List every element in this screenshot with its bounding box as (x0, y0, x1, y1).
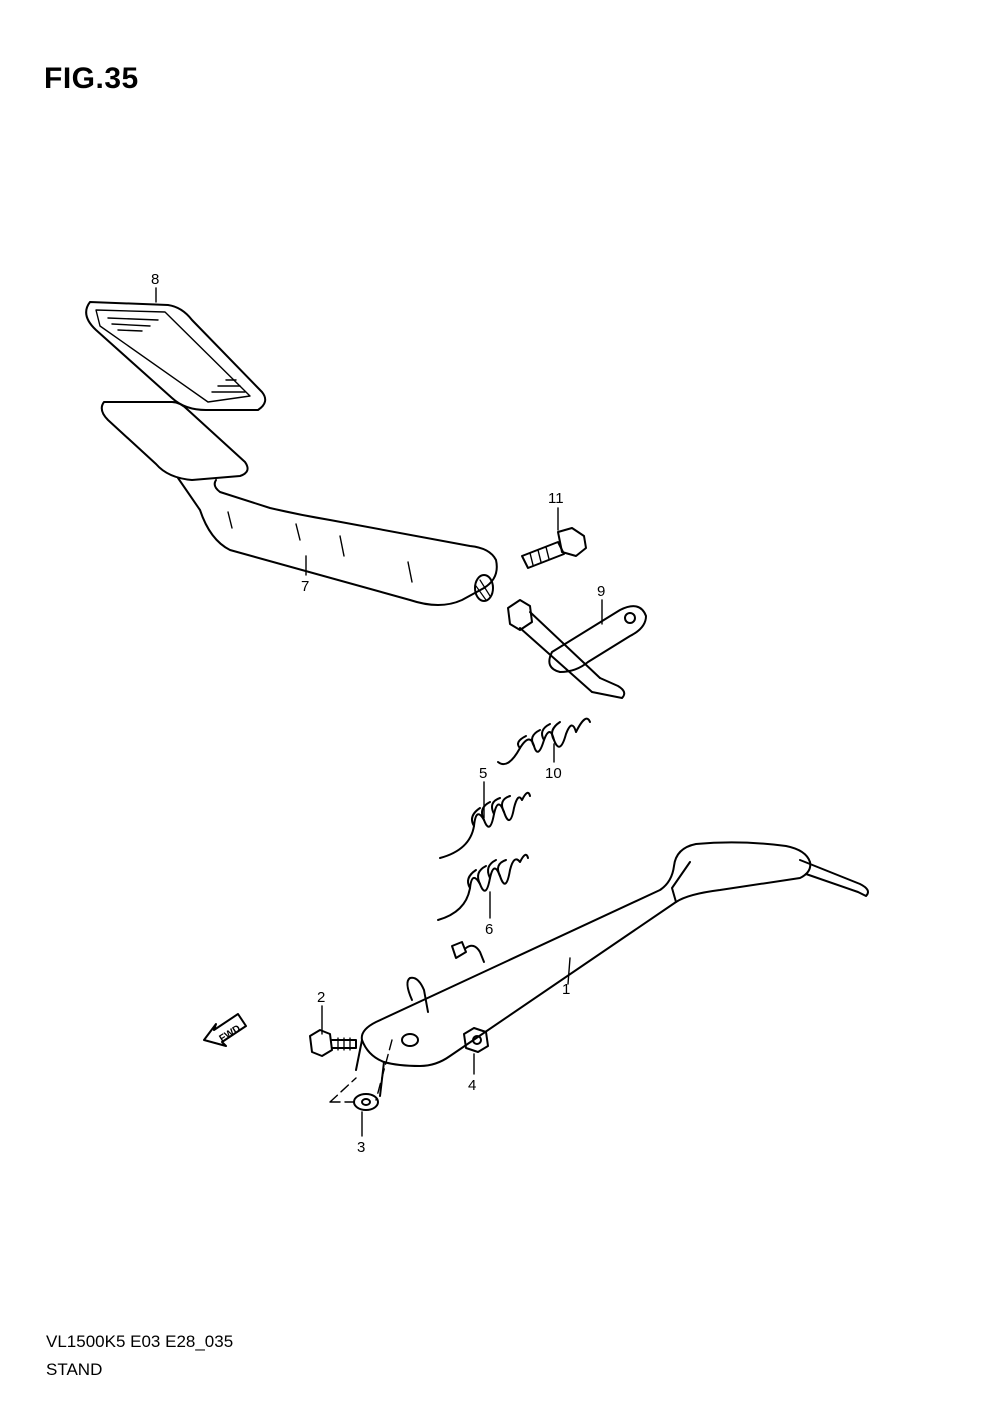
callout-10: 10 (545, 765, 562, 782)
flange-bolt (521, 527, 587, 569)
callout-1: 1 (562, 981, 570, 998)
callout-5: 5 (479, 765, 487, 782)
figure-title: FIG.35 (44, 62, 139, 95)
fwd-arrow-icon: FWD (203, 1013, 247, 1047)
pedal-rubber-pad (85, 301, 267, 411)
callout-2: 2 (317, 989, 325, 1006)
stand-nut (463, 1027, 489, 1053)
callout-7: 7 (301, 578, 309, 595)
brake-pedal-arm (100, 401, 498, 606)
callout-numbers: 1 2 3 4 5 6 7 8 9 10 11 (151, 271, 605, 1156)
stand-spring-upper (439, 791, 531, 859)
pivot-shaft-lever (507, 599, 647, 699)
callout-3: 3 (357, 1139, 365, 1156)
callout-8: 8 (151, 271, 159, 288)
callout-4: 4 (468, 1077, 476, 1094)
stand-spring-lower (437, 853, 529, 921)
section-name: STAND (46, 1360, 103, 1379)
return-spring (497, 717, 591, 766)
callout-6: 6 (485, 921, 493, 938)
side-stand (355, 841, 869, 1097)
stand-bolt (309, 1029, 357, 1057)
washer (329, 1039, 393, 1111)
callout-11: 11 (548, 490, 564, 507)
callout-leaders (155, 287, 603, 1137)
callout-9: 9 (597, 583, 605, 600)
model-code: VL1500K5 E03 E28_035 (46, 1332, 234, 1351)
